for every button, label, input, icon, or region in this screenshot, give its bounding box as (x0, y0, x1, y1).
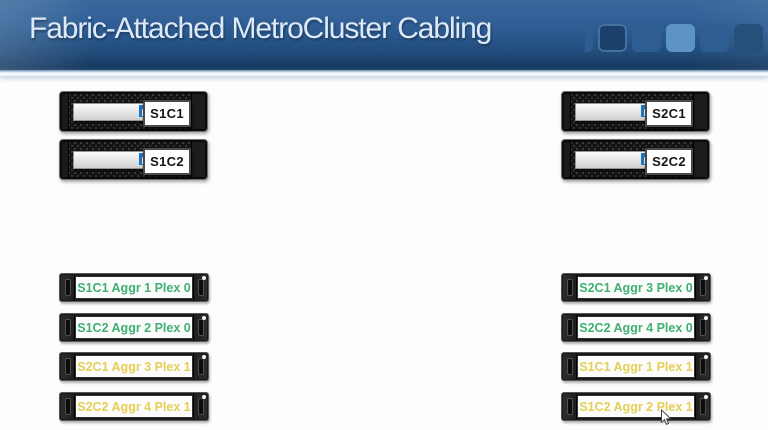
shelf-endcap-left (61, 394, 75, 419)
shelf-s2c1-aggr3-plex0: S2C1 Aggr 3 Plex 0 (561, 273, 711, 302)
shelf-s2c2-aggr4-plex0: S2C2 Aggr 4 Plex 0 (561, 313, 711, 342)
shelf-endcap-left (563, 394, 577, 419)
controller-label: S1C2 (143, 148, 191, 175)
controller-s2c2: S2C2 (561, 139, 710, 180)
shelf-label: S1C1 Aggr 1 Plex 1 (577, 355, 695, 378)
endcap-handle (65, 319, 71, 336)
endcap-handle (65, 398, 71, 415)
led-indicator (202, 276, 206, 280)
shelf-endcap-right (695, 315, 709, 340)
chassis-edge (693, 94, 707, 129)
led-indicator (704, 395, 708, 399)
shelf-s1c1-aggr1-plex1: S1C1 Aggr 1 Plex 1 (561, 352, 711, 381)
shelf-s2c2-aggr4-plex1: S2C2 Aggr 4 Plex 1 (59, 392, 209, 421)
led-indicator (704, 276, 708, 280)
mouse-cursor-icon (661, 409, 672, 425)
endcap-handle (700, 319, 706, 336)
shelf-s2c1-aggr3-plex1: S2C1 Aggr 3 Plex 1 (59, 352, 209, 381)
controller-s1c1: S1C1 (59, 91, 208, 132)
led-indicator (202, 316, 206, 320)
shelf-label: S1C2 Aggr 2 Plex 0 (75, 316, 193, 339)
bezel-bar (575, 103, 656, 121)
shelf-label: S2C2 Aggr 4 Plex 0 (577, 316, 695, 339)
shelf-endcap-left (61, 354, 75, 379)
shelf-s1c2-aggr2-plex0: S1C2 Aggr 2 Plex 0 (59, 313, 209, 342)
decor-square (666, 24, 695, 52)
shelf-label: S2C1 Aggr 3 Plex 1 (75, 355, 193, 378)
shelf-s1c1-aggr1-plex0: S1C1 Aggr 1 Plex 0 (59, 273, 209, 302)
shelf-endcap-right (193, 394, 207, 419)
chassis-edge (62, 142, 69, 177)
shelf-endcap-right (695, 354, 709, 379)
header-divider (0, 70, 768, 77)
led-indicator (202, 355, 206, 359)
endcap-handle (700, 279, 706, 296)
bezel-bar (73, 151, 154, 169)
shelf-endcap-right (193, 275, 207, 300)
endcap-handle (700, 358, 706, 375)
decorative-squares (585, 24, 768, 52)
shelf-s1c2-aggr2-plex1: S1C2 Aggr 2 Plex 1 (561, 392, 711, 421)
shelf-endcap-right (193, 315, 207, 340)
chassis-edge (191, 142, 205, 177)
endcap-handle (198, 398, 204, 415)
shelf-endcap-right (193, 354, 207, 379)
shelf-endcap-left (563, 315, 577, 340)
chassis-edge (62, 94, 69, 129)
endcap-handle (567, 279, 573, 296)
endcap-handle (567, 319, 573, 336)
led-indicator (704, 316, 708, 320)
shelf-label: S2C1 Aggr 3 Plex 0 (577, 276, 695, 299)
shelf-label: S1C2 Aggr 2 Plex 1 (577, 395, 695, 418)
shelf-label: S1C1 Aggr 1 Plex 0 (75, 276, 193, 299)
shelf-endcap-left (563, 275, 577, 300)
shelf-label: S2C2 Aggr 4 Plex 1 (75, 395, 193, 418)
chassis-edge (693, 142, 707, 177)
controller-label: S2C2 (645, 148, 693, 175)
bezel-bar (575, 151, 656, 169)
chassis-edge (564, 94, 571, 129)
endcap-handle (65, 358, 71, 375)
controller-label: S1C1 (143, 100, 191, 127)
endcap-handle (198, 279, 204, 296)
led-indicator (704, 355, 708, 359)
shelf-endcap-left (563, 354, 577, 379)
slide-header: Fabric-Attached MetroCluster Cabling (0, 0, 768, 71)
bezel-bar (73, 103, 154, 121)
controller-label: S2C1 (645, 100, 693, 127)
endcap-handle (198, 358, 204, 375)
endcap-handle (567, 358, 573, 375)
chassis-edge (191, 94, 205, 129)
decor-square (734, 24, 763, 52)
shelf-endcap-left (61, 275, 75, 300)
shelf-endcap-left (61, 315, 75, 340)
endcap-handle (567, 398, 573, 415)
decor-square (700, 24, 729, 52)
led-indicator (202, 395, 206, 399)
chassis-edge (564, 142, 571, 177)
page-title: Fabric-Attached MetroCluster Cabling (29, 12, 492, 45)
decor-square (598, 24, 627, 52)
decor-square (585, 24, 593, 52)
controller-s2c1: S2C1 (561, 91, 710, 132)
endcap-handle (65, 279, 71, 296)
shelf-endcap-right (695, 394, 709, 419)
endcap-handle (700, 398, 706, 415)
decor-square (632, 24, 661, 52)
shelf-endcap-right (695, 275, 709, 300)
endcap-handle (198, 319, 204, 336)
controller-s1c2: S1C2 (59, 139, 208, 180)
